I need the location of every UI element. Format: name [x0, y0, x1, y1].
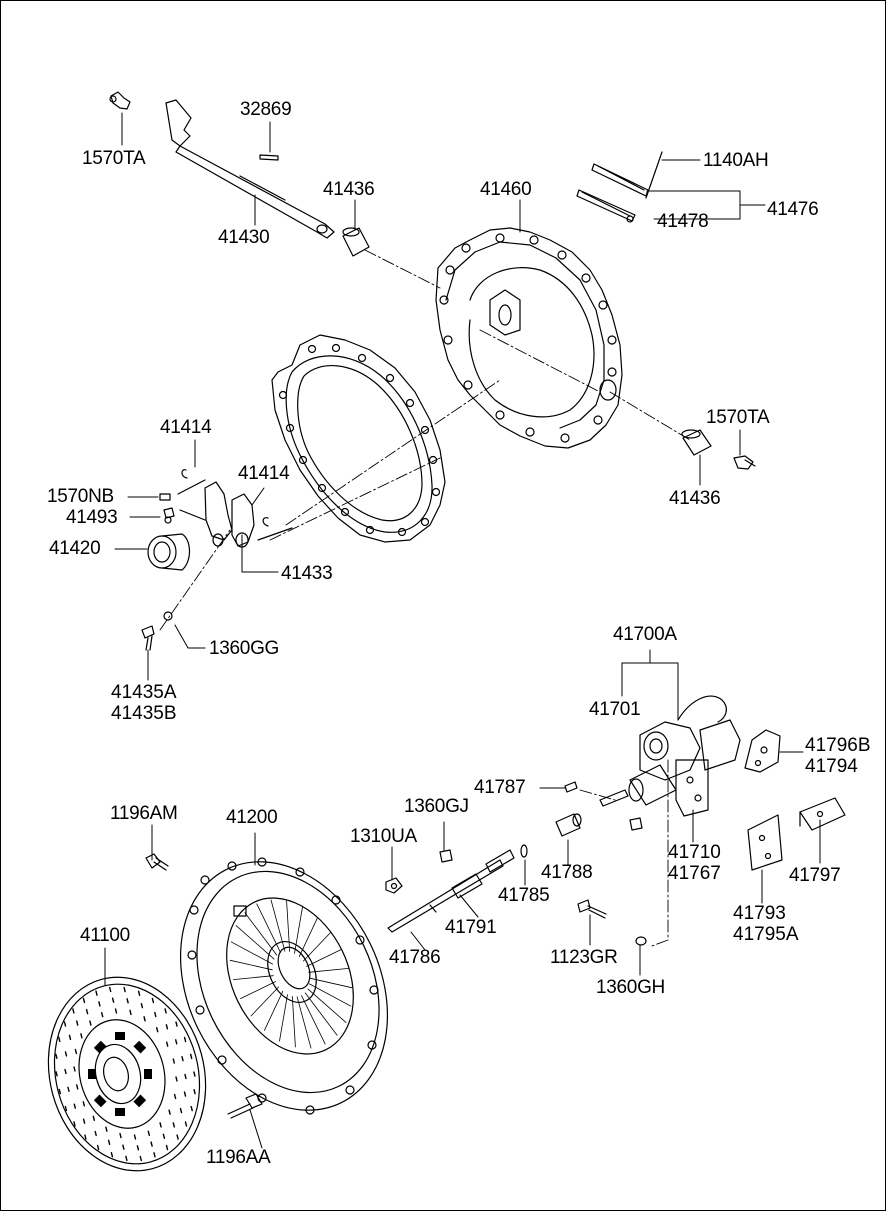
bolt-1196AA: [227, 1093, 263, 1119]
label-32869: 32869: [240, 99, 292, 120]
label-41796B-stack: 41796B 41794: [805, 735, 871, 777]
label-41795A: 41795A: [733, 924, 799, 945]
bushing-upper: [342, 227, 370, 257]
label-41710-stack: 41710 41767: [668, 842, 721, 884]
release-fork: [177, 469, 293, 548]
label-41435B: 41435B: [111, 703, 177, 724]
label-1140AH: 1140AH: [703, 150, 769, 171]
label-41433: 41433: [281, 563, 333, 584]
label-1360GJ: 1360GJ: [404, 796, 469, 817]
label-41787: 41787: [474, 777, 526, 798]
label-41476: 41476: [767, 199, 819, 220]
label-41791: 41791: [445, 917, 497, 938]
clutch-disc: [47, 976, 207, 1172]
push-rod: [387, 849, 515, 933]
label-41793-stack: 41793 41795A: [733, 903, 799, 945]
label-41788: 41788: [541, 862, 593, 883]
label-41797: 41797: [789, 865, 841, 886]
label-1360GH: 1360GH: [596, 977, 665, 998]
label-1196AM: 1196AM: [110, 803, 178, 824]
clutch-cylinder: [599, 695, 741, 817]
center-lines: [159, 249, 691, 947]
washer-1360GH: [635, 936, 647, 946]
label-41414-a: 41414: [160, 417, 212, 438]
label-41435A: 41435A: [111, 682, 177, 703]
label-41435-stack: 41435A 41435B: [111, 682, 177, 724]
release-bearing: [147, 533, 191, 571]
label-41430: 41430: [218, 227, 270, 248]
bolt-lower-41435: [141, 611, 173, 651]
bushing-lower: [681, 429, 712, 456]
label-41200: 41200: [226, 807, 278, 828]
label-41794: 41794: [805, 756, 858, 777]
small-parts-41787: [564, 781, 643, 831]
bracket-41796B: [744, 729, 781, 773]
label-1570TA-upper: 1570TA: [82, 148, 146, 169]
bolt-1196AM: [145, 853, 169, 871]
label-41710: 41710: [668, 842, 721, 863]
label-41436-lower: 41436: [669, 488, 721, 509]
ring-41785: [520, 844, 528, 858]
pin-32869: [259, 154, 279, 161]
label-1570NB: 1570NB: [47, 486, 114, 507]
leader-lines: [104, 112, 821, 1149]
label-1310UA: 1310UA: [350, 826, 417, 847]
release-fork-shaft: [165, 99, 335, 239]
label-41460: 41460: [480, 179, 532, 200]
label-41100: 41100: [80, 925, 130, 946]
linkage-rods: [576, 151, 663, 223]
clutch-housing: [435, 227, 623, 449]
label-41793: 41793: [733, 903, 786, 924]
label-41786: 41786: [389, 947, 441, 968]
label-1570TA-lower: 1570TA: [706, 407, 770, 428]
grease-fitting-lower: [733, 455, 756, 470]
adapter-plate: [271, 334, 446, 543]
label-41436-upper: 41436: [323, 179, 375, 200]
label-41700A: 41700A: [613, 624, 677, 645]
pressure-plate: [179, 857, 389, 1115]
label-41478: 41478: [657, 211, 709, 232]
label-41701: 41701: [589, 699, 641, 720]
nuts-small: [385, 849, 453, 894]
plate-41793: [747, 814, 783, 871]
bolt-1123GR: [577, 899, 607, 919]
label-41767: 41767: [668, 863, 721, 884]
bolts-small: [159, 493, 175, 524]
label-41414-b: 41414: [238, 463, 290, 484]
label-41420: 41420: [49, 538, 101, 559]
boot-41788: [555, 813, 582, 837]
label-1196AA: 1196AA: [206, 1147, 271, 1168]
bracket-41797: [799, 797, 846, 831]
label-41785: 41785: [498, 885, 550, 906]
label-1360GG: 1360GG: [209, 638, 280, 659]
label-41796B: 41796B: [805, 735, 871, 756]
label-41493: 41493: [66, 507, 118, 528]
grease-fitting-upper: [109, 91, 131, 110]
label-1123GR: 1123GR: [550, 947, 618, 968]
